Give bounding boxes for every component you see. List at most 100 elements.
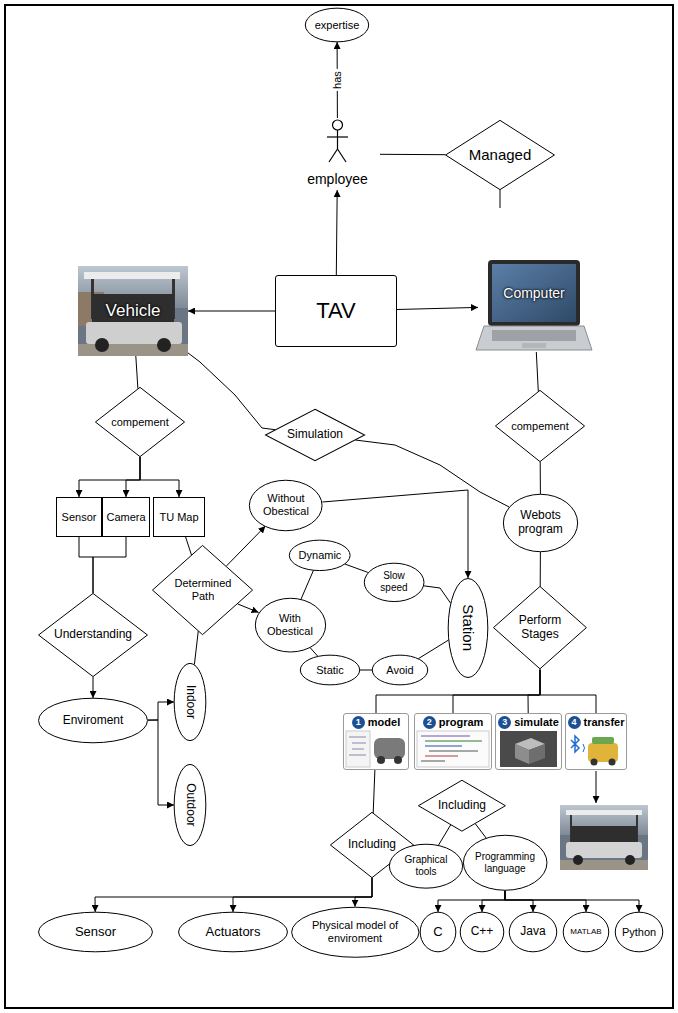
ellipse-outline <box>372 655 427 685</box>
tree-line <box>349 737 366 738</box>
node-label: With Obestical <box>264 612 316 637</box>
decision-diamond: Including <box>418 780 506 831</box>
ellipse-node: Webots program <box>503 494 578 552</box>
node-label: Perform Stages <box>515 614 565 642</box>
cart-wheel <box>157 338 171 352</box>
node-label: Physical model of enviroment <box>307 919 402 944</box>
connector <box>301 570 314 599</box>
stage-heading: 3simulate <box>498 716 559 729</box>
node-content: MATLAB <box>563 912 609 952</box>
connector <box>360 670 372 671</box>
connector <box>373 770 375 813</box>
connector <box>188 353 275 430</box>
node-content: C <box>420 912 456 952</box>
ellipse-outline <box>463 835 547 890</box>
ellipse-outline <box>460 912 504 952</box>
diamond-outline <box>495 390 584 461</box>
node-content: Perform Stages <box>493 586 587 669</box>
node-label: Understanding <box>54 628 132 642</box>
node-label: TAV <box>316 298 356 323</box>
cart-wheel <box>95 338 109 352</box>
node-content: compement <box>95 387 185 457</box>
picture-node: employee <box>295 118 380 190</box>
node-content: Sensor <box>38 912 153 952</box>
ellipse-node: Indoor <box>174 663 206 741</box>
laptop-screen <box>492 264 576 322</box>
connector <box>482 891 505 912</box>
node-content: Computer <box>478 260 590 352</box>
code-panel <box>417 731 489 767</box>
stage-panel: 4transfer <box>565 713 628 770</box>
robot-top <box>592 737 614 744</box>
connector <box>424 586 451 603</box>
code-line <box>425 741 482 742</box>
cube-side <box>529 744 545 764</box>
node-content: Physical model of enviroment <box>291 907 420 958</box>
connector <box>227 526 266 566</box>
connector <box>126 457 140 497</box>
robot-wheel <box>394 756 402 764</box>
node-label: Sensor <box>75 925 116 940</box>
ellipse-outline <box>39 698 148 743</box>
connector <box>397 307 478 309</box>
ellipse-node: expertise <box>305 8 369 42</box>
node-label: Enviroment <box>63 714 124 728</box>
ellipse-outline <box>509 912 557 952</box>
diamond-outline <box>419 781 506 832</box>
connector <box>148 720 174 805</box>
node-content: Including <box>418 780 506 831</box>
node-content: 3simulate <box>496 714 561 769</box>
connector <box>355 878 372 907</box>
ellipse-node: Java <box>509 912 557 952</box>
laptop-bezel <box>488 260 580 326</box>
cart-roof <box>84 272 180 279</box>
node-label: Avoid <box>386 664 413 677</box>
connector <box>194 631 198 665</box>
ellipse-outline <box>503 494 577 551</box>
code-line <box>429 751 478 752</box>
node-content: Python <box>615 912 663 952</box>
transfer-picture <box>571 736 618 766</box>
decision-diamond: compement <box>95 387 185 457</box>
node-label: Computer <box>503 285 564 301</box>
ellipse-outline <box>39 912 153 952</box>
node-label: C++ <box>471 925 494 939</box>
node-content: Graphical tools <box>389 844 463 888</box>
ellipse-outline <box>420 912 456 952</box>
decision-diamond: compement <box>495 390 585 462</box>
connector <box>380 154 446 155</box>
node-content: C++ <box>460 912 504 952</box>
photo-ground <box>560 805 648 870</box>
node-content: Station <box>448 578 488 678</box>
ellipse-node: C <box>420 912 456 952</box>
connector <box>95 878 372 912</box>
node-label: compement <box>511 420 568 433</box>
actor-leg <box>338 149 347 162</box>
node-content: Slow speed <box>364 563 424 602</box>
connector <box>238 604 259 612</box>
node-content: employee <box>295 118 380 190</box>
stage-heading: 1model <box>352 716 400 729</box>
cart-seats <box>571 826 637 844</box>
process-box: Camera <box>102 497 150 537</box>
diamond-outline <box>39 593 148 676</box>
model-screenshot <box>346 731 405 767</box>
node-label: Actuators <box>206 925 261 940</box>
photo-ground <box>78 266 188 356</box>
node-label: Webots program <box>515 509 567 537</box>
node-label: Simulation <box>287 428 343 442</box>
cube-side <box>515 744 529 764</box>
node-content: Determined Path <box>152 545 253 635</box>
node-label: Dynamic <box>299 549 342 562</box>
connector <box>475 824 486 838</box>
ellipse-node: Sensor <box>38 912 153 952</box>
robot-wheel <box>609 759 616 766</box>
node-content: Sensor <box>57 498 101 536</box>
decision-diamond: Perform Stages <box>493 586 587 669</box>
picture-node: Vehicle <box>78 266 188 356</box>
stage-panel: 3simulate <box>495 713 562 770</box>
node-label: employee <box>307 171 368 187</box>
node-content: Outdoor <box>174 764 206 846</box>
connector <box>418 640 448 659</box>
node-content: compement <box>495 390 585 462</box>
